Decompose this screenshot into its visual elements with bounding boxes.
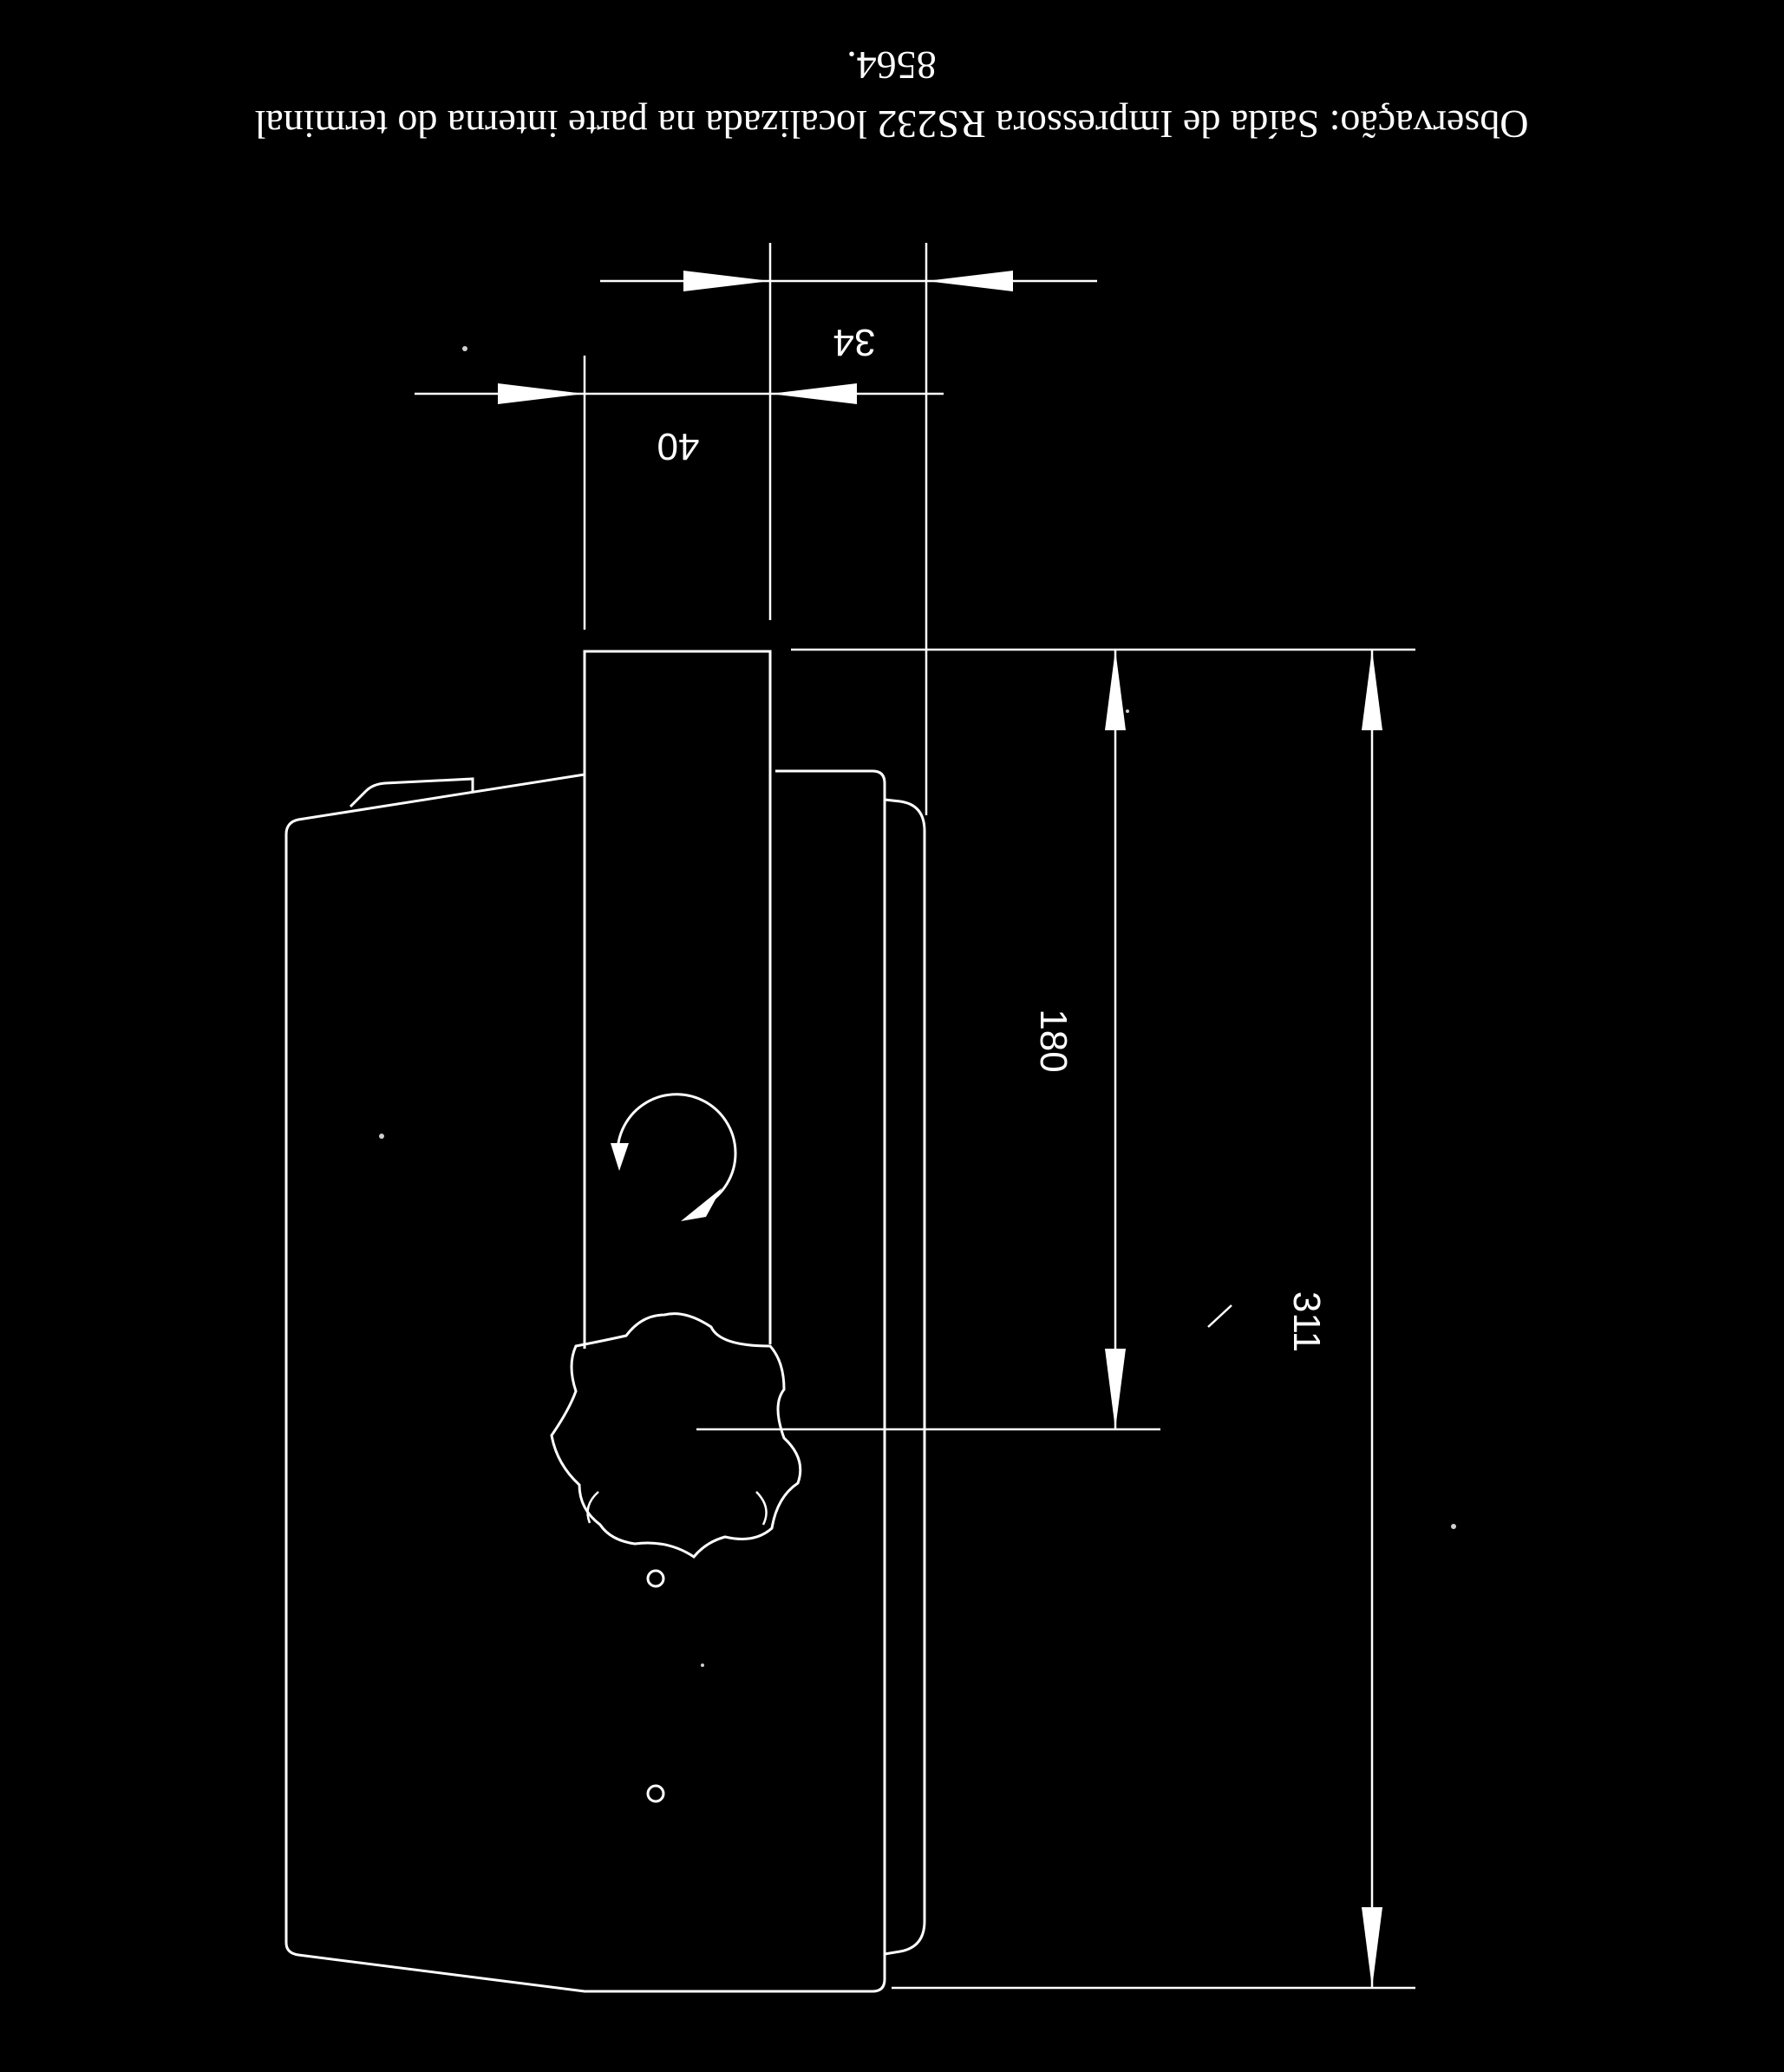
dimension-180: 180 bbox=[696, 648, 1415, 1431]
knob-icon bbox=[550, 1312, 802, 1559]
dim-arrow-icon bbox=[926, 271, 1013, 291]
dim-arrow-icon bbox=[498, 383, 585, 404]
device-outline bbox=[284, 650, 926, 1993]
dimension-top-40: 40 bbox=[415, 356, 944, 630]
dimension-311: 311 bbox=[892, 650, 1415, 1990]
dim-label-311: 311 bbox=[1285, 1291, 1328, 1352]
dim-arrow-icon bbox=[1105, 650, 1126, 730]
mount-hole bbox=[646, 1784, 665, 1803]
caption-group: Observação: Saída de Impressora RS232 lo… bbox=[255, 43, 1529, 147]
caption-model: 8564. bbox=[846, 43, 937, 88]
dim-label-40: 40 bbox=[657, 425, 700, 467]
dimension-top-34: 34 bbox=[600, 243, 1097, 815]
dim-arrow-icon bbox=[1362, 1907, 1382, 1988]
dim-arrow-icon bbox=[683, 271, 770, 291]
dim-arrow-icon bbox=[1362, 650, 1382, 730]
dim-label-180: 180 bbox=[1032, 1009, 1075, 1072]
caption-note: Observação: Saída de Impressora RS232 lo… bbox=[255, 102, 1529, 147]
dim-arrow-icon bbox=[770, 383, 857, 404]
dim-arrow-icon bbox=[1105, 1349, 1126, 1429]
mount-hole bbox=[646, 1569, 665, 1588]
dim-label-34: 34 bbox=[833, 321, 876, 363]
rotation-arrow-icon bbox=[611, 1093, 737, 1221]
scan-noise bbox=[379, 346, 1456, 1667]
